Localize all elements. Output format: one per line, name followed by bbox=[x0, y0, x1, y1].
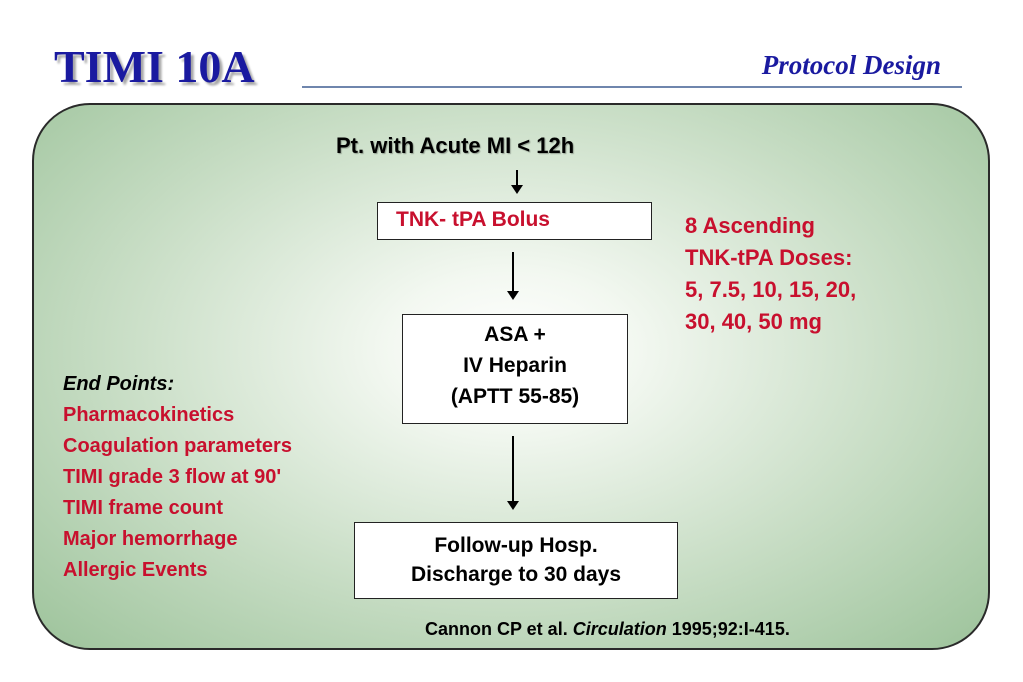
citation-journal: Circulation bbox=[572, 619, 667, 639]
heparin-line: IV Heparin bbox=[463, 354, 567, 377]
arrow-start-to-bolus bbox=[511, 170, 523, 194]
aptt-line: (APTT 55-85) bbox=[450, 385, 580, 408]
doses-line-4: 30, 40, 50 mg bbox=[685, 309, 822, 334]
endpoint-item: Major hemorrhage bbox=[63, 528, 238, 550]
asa-line: ASA + bbox=[484, 323, 546, 346]
followup-box: Follow-up Hosp. Discharge to 30 days bbox=[354, 522, 678, 599]
asa-heparin-box: ASA + IV Heparin (APTT 55-85) bbox=[402, 314, 628, 424]
endpoint-item: Allergic Events bbox=[63, 559, 208, 581]
doses-note: 8 Ascending TNK-tPA Doses: 5, 7.5, 10, 1… bbox=[685, 210, 856, 338]
doses-line-2: TNK-tPA Doses: bbox=[685, 245, 853, 270]
slide-title: TIMI 10A bbox=[54, 41, 255, 92]
endpoint-item: Coagulation parameters bbox=[63, 435, 292, 457]
slide-subtitle: Protocol Design bbox=[761, 50, 941, 80]
endpoints-heading: End Points: bbox=[63, 373, 175, 395]
citation-ref: 1995;92:I-415. bbox=[671, 619, 790, 639]
followup-line-2: Discharge to 30 days bbox=[410, 563, 622, 586]
citation-authors: Cannon CP et al. bbox=[425, 619, 568, 639]
endpoint-item: TIMI frame count bbox=[63, 497, 224, 519]
title-divider bbox=[302, 86, 962, 88]
endpoint-item: Pharmacokinetics bbox=[63, 404, 235, 426]
tnk-bolus-box: TNK- tPA Bolus bbox=[377, 202, 652, 240]
arrow-asa-to-followup bbox=[507, 436, 519, 510]
endpoint-item: TIMI grade 3 flow at 90' bbox=[63, 466, 282, 488]
doses-line-1: 8 Ascending bbox=[685, 213, 815, 238]
citation: Cannon CP et al. Circulation 1995;92:I-4… bbox=[425, 619, 790, 640]
doses-line-3: 5, 7.5, 10, 15, 20, bbox=[685, 277, 857, 302]
followup-line-1: Follow-up Hosp. bbox=[434, 534, 598, 557]
endpoints-list: End Points: Pharmacokinetics Coagulation… bbox=[63, 369, 292, 586]
flow-start-label: Pt. with Acute MI < 12h bbox=[336, 133, 575, 158]
arrow-bolus-to-asa bbox=[507, 252, 519, 300]
